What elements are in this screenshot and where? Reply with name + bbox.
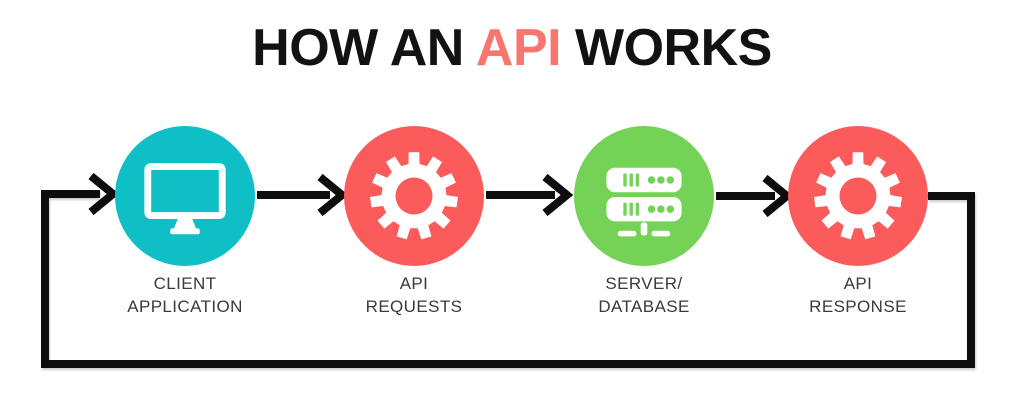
node-server-database: SERVER/ DATABASE bbox=[574, 126, 714, 316]
title-part2: WORKS bbox=[561, 19, 772, 77]
api-response-circle bbox=[788, 126, 928, 266]
node-label-line2: RESPONSE bbox=[809, 297, 907, 316]
node-label-client-application: CLIENT APPLICATION bbox=[75, 272, 295, 318]
api-requests-circle bbox=[344, 126, 484, 266]
arrowhead-into-server-icon bbox=[542, 173, 574, 217]
node-label-line2: APPLICATION bbox=[127, 297, 243, 316]
page-title: HOW AN API WORKS bbox=[0, 18, 1024, 78]
node-label-line1: CLIENT bbox=[153, 274, 217, 293]
server-database-circle bbox=[574, 126, 714, 266]
arrowhead-into-response-icon bbox=[762, 174, 794, 218]
node-label-line2: DATABASE bbox=[598, 297, 690, 316]
gear-icon bbox=[814, 152, 902, 240]
client-application-circle bbox=[115, 126, 255, 266]
node-label-line1: API bbox=[843, 274, 873, 293]
connector-response-loop-to-client bbox=[41, 190, 975, 368]
monitor-icon bbox=[144, 163, 226, 235]
title-accent: API bbox=[475, 19, 562, 77]
node-label-api-response: API RESPONSE bbox=[748, 272, 968, 318]
arrowhead-into-requests-icon bbox=[317, 173, 349, 217]
node-client-application: CLIENT APPLICATION bbox=[115, 126, 255, 316]
node-label-server-database: SERVER/ DATABASE bbox=[534, 272, 754, 318]
title-part1: HOW AN bbox=[252, 19, 476, 77]
node-label-line1: API bbox=[399, 274, 429, 293]
node-api-requests: API REQUESTS bbox=[344, 126, 484, 316]
node-label-api-requests: API REQUESTS bbox=[304, 272, 524, 318]
arrowhead-into-client-icon bbox=[88, 172, 120, 216]
node-label-line2: REQUESTS bbox=[365, 297, 463, 316]
node-api-response: API RESPONSE bbox=[788, 126, 928, 316]
node-label-line1: SERVER/ bbox=[605, 274, 683, 293]
server-icon bbox=[606, 167, 682, 237]
gear-icon bbox=[370, 152, 458, 240]
